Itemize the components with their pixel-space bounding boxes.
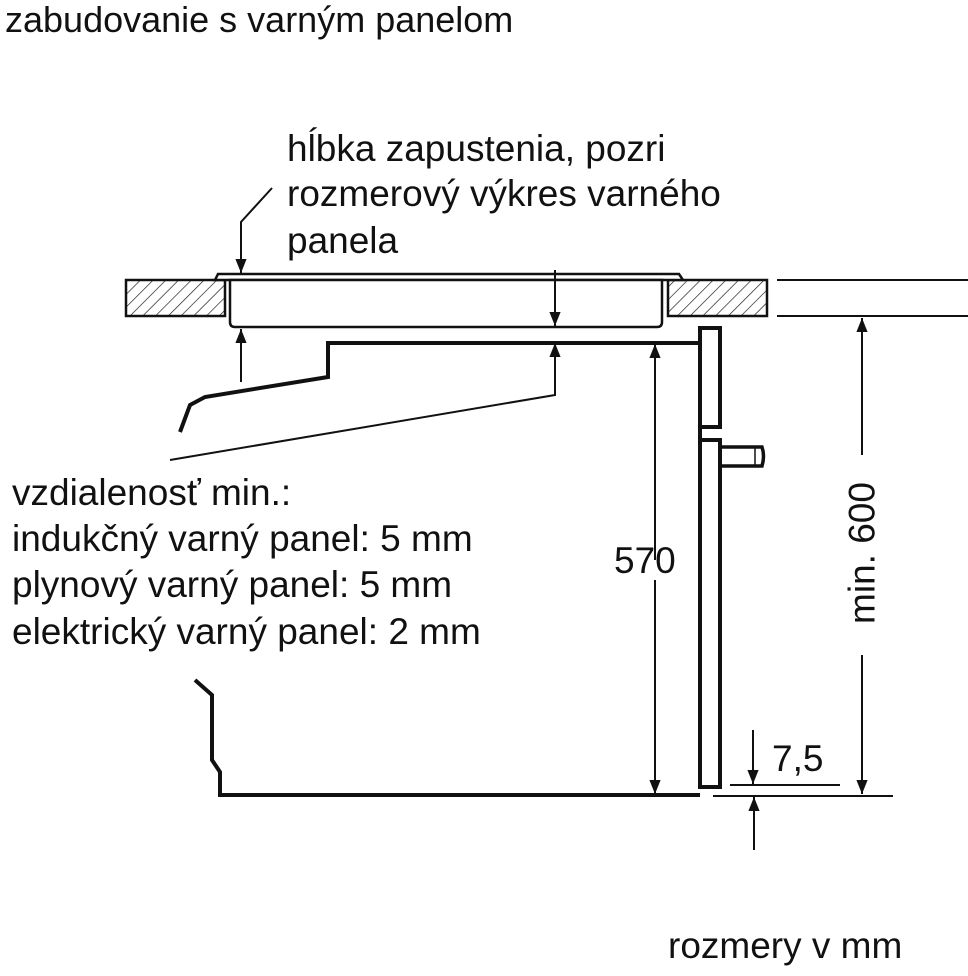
depth-note-line-1: hĺbka zapustenia, pozri — [287, 128, 666, 169]
dimension-7-5-label: 7,5 — [772, 738, 824, 779]
depth-note-line-2: rozmerový výkres varného — [287, 173, 721, 214]
countertop-left — [124, 278, 227, 318]
countertop-right — [666, 278, 769, 318]
drawing-title: zabudovanie s varným panelom — [5, 0, 514, 40]
oven-knob — [720, 445, 766, 468]
distance-note-induction: indukčný varný panel: 5 mm — [12, 518, 473, 559]
oven-body — [178, 341, 700, 433]
dimension-570-label: 570 — [614, 540, 676, 581]
units-note: rozmery v mm — [668, 925, 903, 966]
distance-note-electric: elektrický varný panel: 2 mm — [12, 611, 481, 652]
distance-note-heading: vzdialenosť min.: — [12, 472, 292, 513]
distance-note-gas: plynový varný panel: 5 mm — [12, 564, 453, 605]
depth-note-line-3: panela — [287, 220, 399, 261]
dimension-600-label: min. 600 — [841, 482, 883, 624]
oven-door — [698, 326, 722, 429]
